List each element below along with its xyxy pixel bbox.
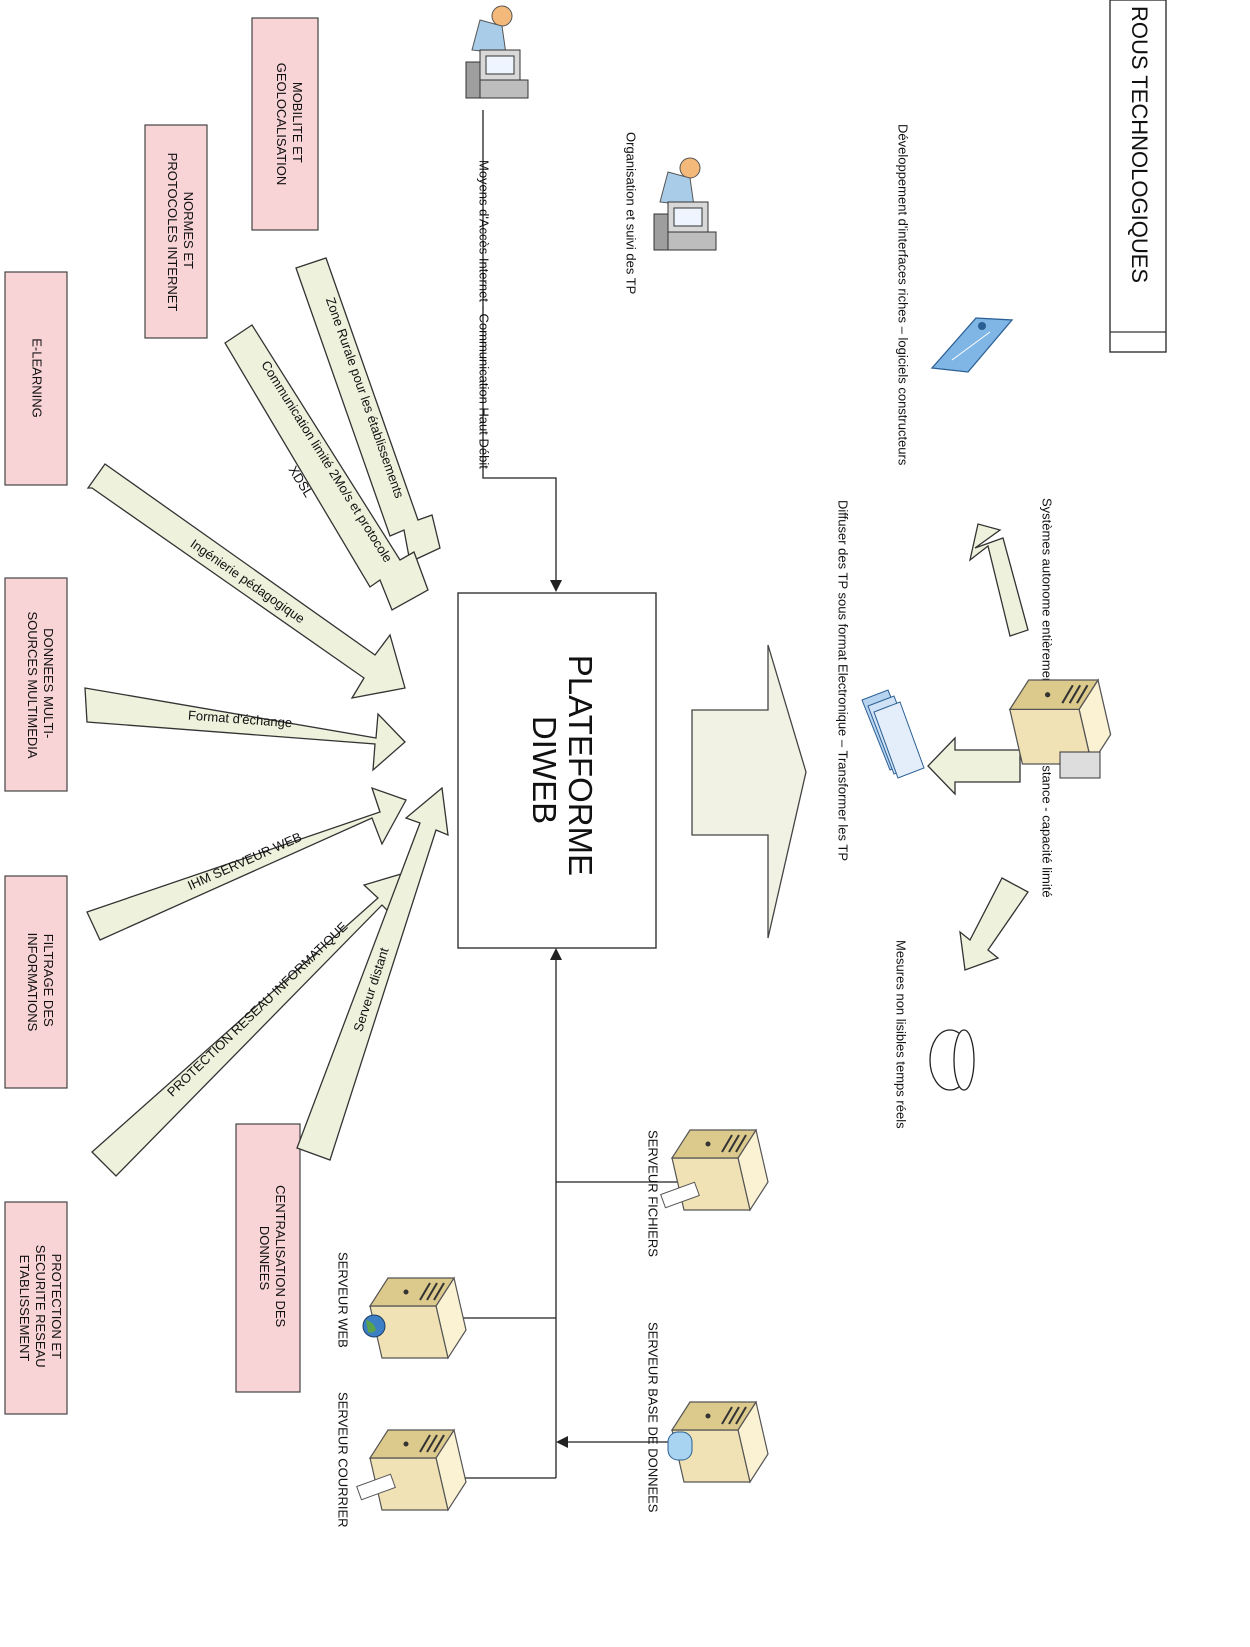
svg-text:Ingénierie pédagogique: Ingénierie pédagogique	[188, 536, 308, 626]
annotation-organisation: Organisation et suivi des TP	[624, 132, 639, 294]
server-icon	[1008, 678, 1112, 766]
svg-text:CENTRALISATION DES DONNE: CENTRALISATION DES DONNEES	[257, 1185, 288, 1331]
user-workstation-icon	[653, 157, 717, 251]
domain-filtrage: FILTRAGE DES INFORMATIONS	[4, 875, 68, 1089]
domain-elearning: E-LEARNING	[4, 271, 68, 486]
svg-text:PROTECTION RESEAU INFORMATIQUE: PROTECTION RESEAU INFORMATIQUE	[164, 919, 351, 1100]
arrow-down-mesures	[959, 877, 1029, 971]
output-arrow	[691, 644, 807, 939]
annotation-dev-interfaces: Développement d'interfaces riches – logi…	[896, 124, 911, 466]
server-web-label: SERVEUR WEB	[336, 1252, 351, 1348]
domain-centralisation: CENTRALISATION DES DONNEES	[235, 1123, 301, 1393]
svg-text:PROTECTION ET SECURITE R: PROTECTION ET SECURITE RESEAU ETABLISSEM…	[17, 1245, 64, 1371]
domain-normes: NORMES ET PROTOCOLES INTERNET	[144, 124, 208, 339]
server-courrier-label: SERVEUR COURRIER	[336, 1392, 351, 1528]
documents-icon	[861, 689, 925, 779]
annotation-mesures: Mesures non lisibles temps réels	[894, 940, 909, 1129]
annotation-moyens: Moyens d'Accès Internet - Communication …	[477, 160, 492, 469]
domain-donnees: DONNEES MULTI- SOURCES MULTIMEDIA	[4, 577, 68, 792]
server-web-icon	[369, 1277, 467, 1359]
arrow-format: Format d'échange	[84, 687, 406, 772]
arrow-left-documents	[927, 736, 1021, 796]
svg-text:IHM SERVEUR WEB: IHM SERVEUR WEB	[185, 829, 304, 893]
page-title: ROUS TECHNOLOGIQUES	[1127, 6, 1152, 283]
arrow-up-interfaces	[968, 523, 1029, 637]
platform-box: PLATEFORME DIWEB	[457, 592, 657, 949]
svg-text:PLATEFORME DIWEB: PLATEFORME DIWEB	[526, 655, 599, 885]
title-box	[1109, 0, 1167, 353]
database-icon	[929, 1029, 975, 1091]
server-bdd-label: SERVEUR BASE DE DONNEES	[646, 1322, 661, 1513]
monitor-icon	[1059, 751, 1101, 779]
user-workstation-icon	[465, 5, 529, 99]
annotation-diffuser: Diffuser des TP sous format Electronique…	[836, 500, 851, 861]
globe-icon	[362, 1314, 386, 1338]
domain-protection: PROTECTION ET SECURITE RESEAU ETABLISSEM…	[4, 1201, 68, 1415]
svg-text:MOBILITE ET GEOLOCALISAT: MOBILITE ET GEOLOCALISATION	[274, 63, 305, 186]
server-fichiers-label: SERVEUR FICHIERS	[646, 1130, 661, 1257]
svg-text:DONNEES MULTI- SOURCES M: DONNEES MULTI- SOURCES MULTIMEDIA	[25, 611, 56, 758]
svg-text:FILTRAGE DES INFORMATION: FILTRAGE DES INFORMATIONS	[25, 933, 56, 1032]
server-courrier-icon	[369, 1429, 467, 1511]
domain-mobilite: MOBILITE ET GEOLOCALISATION	[251, 17, 319, 231]
svg-text:E-LEARNING: E-LEARNING	[30, 338, 45, 417]
arrow-serveur-distant: Serveur distant	[296, 786, 449, 1161]
web-page-icon	[930, 317, 1014, 373]
svg-text:NORMES ET PROTOCOLES INT: NORMES ET PROTOCOLES INTERNET	[165, 153, 196, 312]
